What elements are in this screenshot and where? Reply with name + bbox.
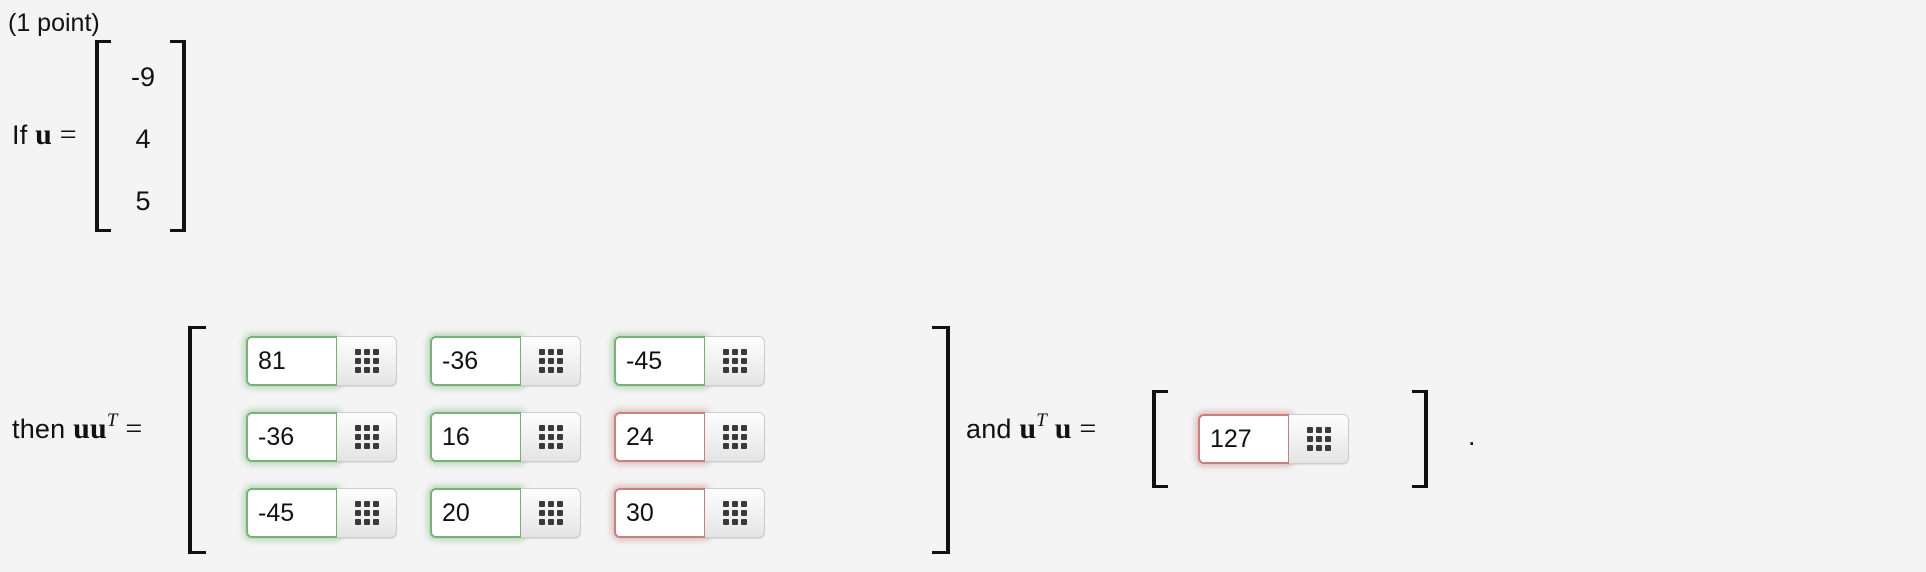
inner-product-equals: = [1079,412,1097,445]
grid-icon-button-r3c1[interactable] [337,488,397,538]
scalar-input[interactable]: 127 [1198,414,1290,464]
vector-u-entry-2: 4 [135,124,151,154]
grid-icon [722,425,747,449]
outer-product-variable: uu [73,412,107,445]
matrix-cell-widget-r3c1[interactable]: -45 [246,488,397,538]
scalar-cell-widget[interactable]: 127 [1198,414,1349,464]
grid-icon-button-r2c1[interactable] [337,412,397,462]
point-label: (1 point) [8,9,100,37]
vector-u-label: If u = [12,118,77,152]
inner-product-variable-left: u [1019,412,1037,445]
matrix-cell-widget-r1c1[interactable]: 81 [246,336,397,386]
matrix-input-r3c3[interactable]: 30 [614,488,706,538]
outer-product-superscript: T [106,410,118,431]
grid-icon-button-r2c2[interactable] [521,412,581,462]
outer-product-prefix: then [12,414,66,444]
vector-u-bracket-left [95,40,111,232]
matrix-cell-widget-r2c1[interactable]: -36 [246,412,397,462]
outer-product-bracket-right [932,326,950,554]
grid-icon [1306,427,1331,451]
grid-icon-button-r2c3[interactable] [705,412,765,462]
matrix-cell-widget-r2c2[interactable]: 16 [430,412,581,462]
grid-icon-button-r1c2[interactable] [521,336,581,386]
grid-icon [722,501,747,525]
vector-u-equals: = [59,118,77,151]
outer-product-bracket-left [188,326,206,554]
matrix-input-r1c1[interactable]: 81 [246,336,338,386]
inner-product-superscript: T [1036,410,1048,431]
outer-product-label: then uuT = [12,410,143,446]
grid-icon [538,425,563,449]
vector-u-variable: u [35,118,52,151]
matrix-input-r2c1[interactable]: -36 [246,412,338,462]
vector-u-entry-3: 5 [135,186,151,216]
grid-icon [354,425,379,449]
vector-u-prefix: If [12,120,28,150]
matrix-cell-widget-r1c3[interactable]: -45 [614,336,765,386]
grid-icon-button-r1c3[interactable] [705,336,765,386]
trailing-period: . [1468,421,1476,451]
outer-product-equals: = [125,412,143,445]
matrix-input-r1c2[interactable]: -36 [430,336,522,386]
matrix-input-r2c3[interactable]: 24 [614,412,706,462]
matrix-input-r3c2[interactable]: 20 [430,488,522,538]
matrix-input-r2c2[interactable]: 16 [430,412,522,462]
grid-icon [354,501,379,525]
inner-product-prefix: and [966,414,1012,444]
matrix-cell-widget-r1c2[interactable]: -36 [430,336,581,386]
grid-icon-button-r3c3[interactable] [705,488,765,538]
inner-product-label: and uT u = [966,410,1097,446]
grid-icon-button-r1c1[interactable] [337,336,397,386]
grid-icon [354,349,379,373]
grid-icon [538,501,563,525]
vector-u-bracket-right [170,40,186,232]
inner-product-bracket-right [1412,390,1428,488]
grid-icon-button-r3c2[interactable] [521,488,581,538]
matrix-input-r1c3[interactable]: -45 [614,336,706,386]
grid-icon [722,349,747,373]
grid-icon-button-scalar[interactable] [1289,414,1349,464]
grid-icon [538,349,563,373]
matrix-cell-widget-r3c3[interactable]: 30 [614,488,765,538]
inner-product-variable-right: u [1054,412,1072,445]
matrix-cell-widget-r3c2[interactable]: 20 [430,488,581,538]
matrix-cell-widget-r2c3[interactable]: 24 [614,412,765,462]
vector-u-entry-1: -9 [130,62,155,92]
matrix-input-r3c1[interactable]: -45 [246,488,338,538]
inner-product-bracket-left [1152,390,1168,488]
